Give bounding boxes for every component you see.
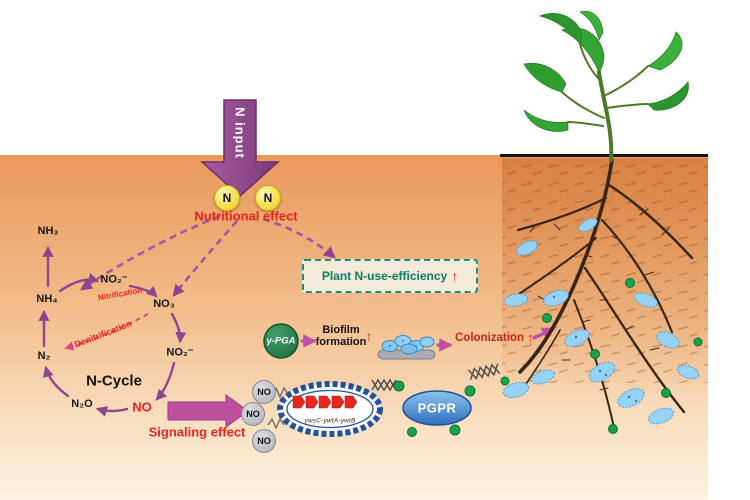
pgpr-capsule	[393, 380, 476, 437]
denitrification-arrow	[64, 313, 149, 351]
gene-cluster	[292, 395, 358, 409]
colonization-label: Colonization	[455, 331, 524, 344]
no2-upper-label: NO₂⁻	[100, 273, 128, 286]
no-molecule-1: NO	[252, 380, 276, 404]
gpga-label: γ-PGA	[266, 335, 296, 347]
n-input-arrow	[200, 99, 280, 198]
efficiency-label: Plant N-use-efficiency	[321, 269, 448, 283]
no-label: NO	[132, 399, 152, 415]
colonization-up-arrow: ↑	[527, 330, 534, 345]
no-molecule-2: NO	[241, 402, 265, 426]
nh4-label: NH₄	[36, 293, 58, 305]
n-cycle-title: N-Cycle	[86, 372, 142, 390]
n-atom-circle-1: N	[214, 185, 240, 211]
n-input-label: N input	[232, 107, 248, 159]
efficiency-up-arrow: ↑	[451, 268, 459, 284]
pgpr-label: PGPR	[417, 400, 457, 416]
biofilm-label-line1: Biofilm	[322, 323, 360, 336]
biofilm-label-line2: formation	[315, 335, 367, 348]
no3-label: NO₃	[153, 298, 175, 310]
signaling-arrow	[167, 394, 249, 428]
soil-surface-line	[500, 154, 708, 157]
nutritional-effect-label: Nutritional effect	[194, 208, 298, 224]
colonization-group: Colonization ↑	[455, 331, 534, 344]
n2o-label: N₂O	[71, 398, 93, 410]
root-colonies	[502, 217, 700, 425]
signaling-effect-label: Signaling effect	[148, 424, 246, 440]
nh3-label: NH₃	[37, 225, 59, 237]
biofilm-icon	[377, 335, 436, 360]
no-molecule-3: NO	[252, 429, 276, 453]
gpga-circle	[263, 323, 299, 359]
no2-lower-label: NO₂⁻	[166, 346, 194, 359]
plant	[523, 10, 689, 162]
n-atom-circle-2: N	[255, 185, 281, 211]
dna-helix-icon	[371, 363, 501, 392]
bacterial-cell	[277, 381, 383, 437]
gene-names-label: ywsC-ywtA-ywtB	[304, 417, 356, 425]
n2-label: N₂	[37, 350, 51, 362]
n-cycle-arrows	[38, 245, 187, 417]
biofilm-up-arrow: ↑	[365, 328, 373, 344]
efficiency-box: Plant N-use-efficiency ↑	[302, 259, 478, 293]
soil-spores	[500, 278, 703, 434]
